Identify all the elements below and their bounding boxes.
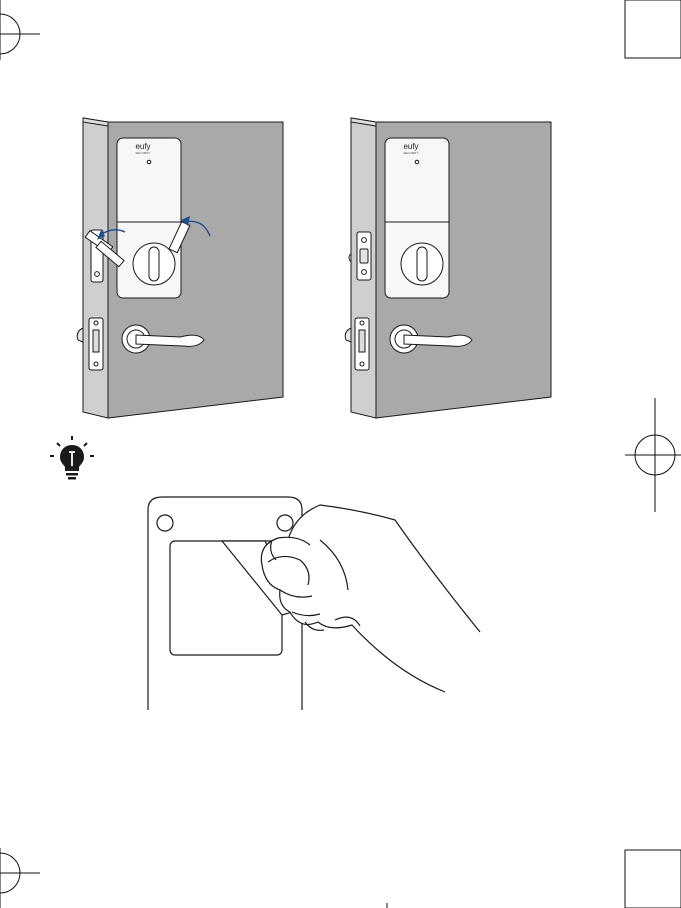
manual-page: eufy SECURITY [0,0,681,908]
adhesive-peel-illustration [0,0,681,908]
